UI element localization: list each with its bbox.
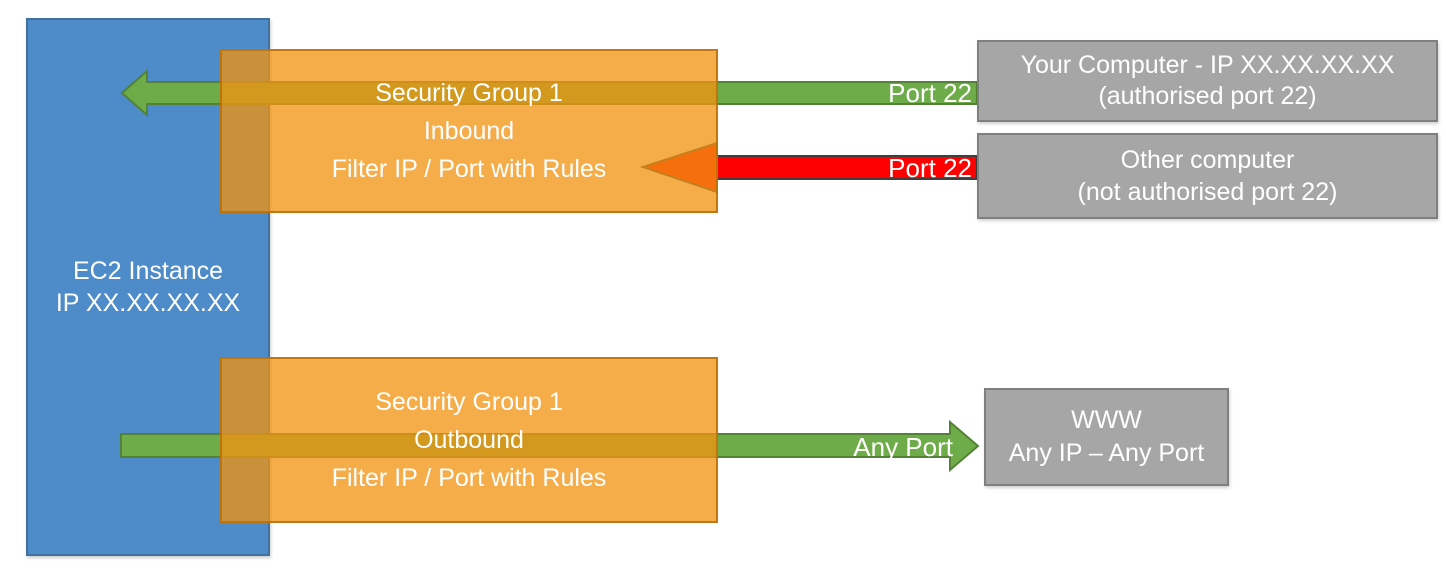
security-group-inbound-box: Security Group 1 Inbound Filter IP / Por… bbox=[220, 49, 718, 213]
your-computer-note: (authorised port 22) bbox=[1098, 82, 1317, 110]
security-group-outbound-box: Security Group 1 Outbound Filter IP / Po… bbox=[220, 357, 718, 523]
sg-outbound-description: Filter IP / Port with Rules bbox=[331, 464, 607, 492]
your-computer-title: Your Computer - IP XX.XX.XX.XX bbox=[1020, 51, 1395, 79]
other-computer-title: Other computer bbox=[1120, 146, 1295, 174]
www-title: WWW bbox=[1071, 406, 1142, 434]
www-box: WWW Any IP – Any Port bbox=[984, 388, 1229, 486]
sg-outbound-direction: Outbound bbox=[414, 426, 524, 454]
www-note: Any IP – Any Port bbox=[1008, 439, 1205, 467]
sg-inbound-title: Security Group 1 bbox=[375, 79, 563, 107]
ec2-instance-name: EC2 Instance bbox=[72, 257, 224, 285]
other-computer-note: (not authorised port 22) bbox=[1077, 178, 1338, 206]
your-computer-box: Your Computer - IP XX.XX.XX.XX (authoris… bbox=[977, 40, 1438, 122]
sg-inbound-description: Filter IP / Port with Rules bbox=[331, 155, 607, 183]
inbound-blocked-port-label: Port 22 bbox=[888, 153, 972, 183]
inbound-allowed-port-label: Port 22 bbox=[888, 78, 972, 108]
ec2-instance-ip: IP XX.XX.XX.XX bbox=[55, 289, 241, 317]
other-computer-box: Other computer (not authorised port 22) bbox=[977, 133, 1438, 219]
outbound-port-label: Any Port bbox=[853, 432, 953, 462]
sg-outbound-title: Security Group 1 bbox=[375, 388, 563, 416]
sg-inbound-direction: Inbound bbox=[423, 117, 515, 145]
